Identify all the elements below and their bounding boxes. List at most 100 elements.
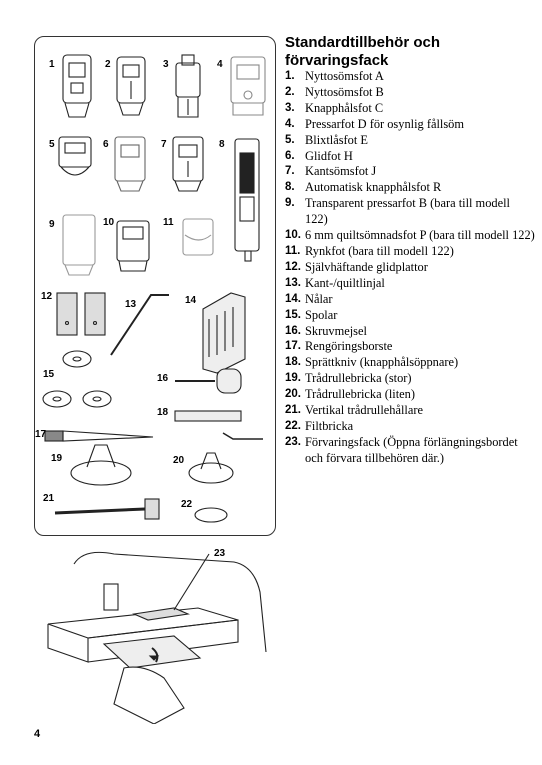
accessory-number: 16. (285, 324, 301, 337)
storage-compartment-illustration: 23 (47, 548, 267, 724)
spool-cap-large (70, 444, 132, 486)
accessory-text: Nålar (305, 291, 333, 306)
accessory-item: 11. Rynkfot (bara till modell 122) (285, 244, 535, 260)
presser-foot-h (114, 136, 146, 192)
accessory-item: 15. Spolar (285, 308, 535, 324)
accessory-number: 18. (285, 356, 301, 369)
spool-pin (54, 498, 160, 520)
accessory-item: 9.Transparent pressarfot B (bara till mo… (285, 196, 535, 228)
accessory-text: Sprättkniv (knapphålsöppnare) (305, 355, 459, 370)
presser-foot-c (175, 54, 201, 118)
fig-label-21: 21 (43, 493, 55, 504)
spool-cap-small (188, 452, 234, 484)
fig-label-9: 9 (49, 219, 55, 230)
accessory-text: Spolar (305, 307, 338, 322)
accessory-number: 6. (285, 149, 295, 162)
accessories-figure-panel: 1 2 3 4 5 6 7 8 9 10 11 12 13 14 15 16 1… (34, 36, 276, 536)
fig-label-3: 3 (163, 59, 169, 70)
accessory-item: 3.Knapphålsfot C (285, 101, 535, 117)
fig-label-10: 10 (103, 217, 115, 228)
accessory-text: Vertikal trådrullehållare (305, 403, 423, 418)
fig-label-4: 4 (217, 59, 223, 70)
glide-plates (56, 292, 106, 336)
accessory-text: 6 mm quiltsömnadsfot P (bara till modell… (305, 228, 535, 243)
accessory-item: 8. Automatisk knapphålsfot R (285, 180, 535, 196)
fig-label-13: 13 (125, 299, 137, 310)
accessory-number: 22. (285, 419, 301, 432)
accessory-number: 19. (285, 372, 301, 385)
fig-label-8: 8 (219, 139, 225, 150)
accessory-text: Trådrullebricka (stor) (305, 371, 412, 386)
accessory-item: 13. Kant-/quiltlinjal (285, 276, 535, 292)
accessory-text: Rengöringsborste (305, 339, 393, 354)
accessory-item: 2. Nyttosömsfot B (285, 85, 535, 101)
accessory-text: Pressarfot D för osynlig fållsöm (305, 116, 464, 131)
accessory-item: 20.Trådrullebricka (liten) (285, 387, 535, 403)
accessory-number: 13. (285, 276, 301, 289)
accessory-text: Skruvmejsel (305, 323, 367, 338)
fig-label-5: 5 (49, 139, 55, 150)
page-number: 4 (34, 728, 41, 740)
accessory-text: Filtbricka (305, 418, 354, 433)
accessory-number: 11. (285, 244, 301, 257)
accessory-item: 10. 6 mm quiltsömnadsfot P (bara till mod… (285, 228, 535, 244)
accessory-item: 6. Glidfot H (285, 149, 535, 165)
accessory-text: Nyttosömsfot B (305, 84, 384, 99)
fig-label-15: 15 (43, 369, 55, 380)
accessory-number: 17. (285, 340, 301, 353)
accessory-text: Blixtlåsfot E (305, 132, 368, 147)
accessory-number: 5. (285, 133, 295, 146)
brush (44, 430, 154, 442)
title-line-1: Standardtillbehör och (285, 34, 441, 51)
presser-foot-transparent-b (62, 214, 96, 276)
fig-label-7: 7 (161, 139, 167, 150)
presser-foot-d (230, 56, 266, 116)
fig-label-2: 2 (105, 59, 111, 70)
fig-label-14: 14 (185, 295, 197, 306)
accessory-text: Förvaringsfack (Öppna förlängningsbordet… (305, 434, 518, 465)
presser-foot-r (234, 138, 260, 262)
accessory-item: 4.Pressarfot D för osynlig fållsöm (285, 117, 535, 133)
accessory-text: Rynkfot (bara till modell 122) (305, 243, 454, 258)
fig-label-17: 17 (35, 429, 47, 440)
accessory-item: 14. Nålar (285, 292, 535, 308)
accessory-number: 8. (285, 181, 295, 194)
accessory-text: Automatisk knapphålsfot R (305, 180, 442, 195)
accessory-item: 7.Kantsömsfot J (285, 164, 535, 180)
presser-foot-b (116, 56, 146, 116)
accessory-number: 23. (285, 435, 301, 448)
needles-pack (202, 292, 246, 374)
bobbins (42, 350, 112, 408)
presser-foot-a (62, 54, 92, 118)
accessory-number: 20. (285, 388, 301, 401)
presser-foot-p (116, 220, 150, 272)
fig-label-20: 20 (173, 455, 185, 466)
accessory-item: 19. Trådrullebricka (stor) (285, 371, 535, 387)
accessory-text: Kantsömsfot J (305, 164, 377, 179)
fig-label-1: 1 (49, 59, 55, 70)
accessory-number: 3. (285, 101, 295, 114)
accessory-text: Kant-/quiltlinjal (305, 275, 385, 290)
accessory-item: 12.Självhäftande glidplattor (285, 260, 535, 276)
screwdriver (175, 368, 242, 394)
accessory-item: 1.Nyttosömsfot A (285, 69, 535, 85)
accessory-text: Självhäftande glidplattor (305, 259, 428, 274)
accessory-number: 1. (285, 70, 295, 82)
accessory-number: 9. (285, 197, 295, 210)
fig-label-12: 12 (41, 291, 53, 302)
quilting-guide (110, 294, 169, 356)
accessory-item: 17. Rengöringsborste (285, 339, 535, 355)
accessory-number: 15. (285, 308, 301, 321)
accessory-number: 10. (285, 229, 301, 242)
accessory-text: Glidfot H (305, 148, 353, 163)
accessory-item: 22. Filtbricka (285, 419, 535, 435)
accessory-item: 16. Skruvmejsel (285, 324, 535, 340)
page-title: Standardtillbehör och förvaringsfack (285, 34, 535, 70)
accessory-number: 2. (285, 85, 295, 98)
presser-foot-j (172, 136, 204, 192)
fig-label-19: 19 (51, 453, 63, 464)
lint-brush-tool (222, 432, 263, 440)
accessory-number: 21. (285, 404, 301, 417)
accessory-number: 14. (285, 292, 301, 305)
